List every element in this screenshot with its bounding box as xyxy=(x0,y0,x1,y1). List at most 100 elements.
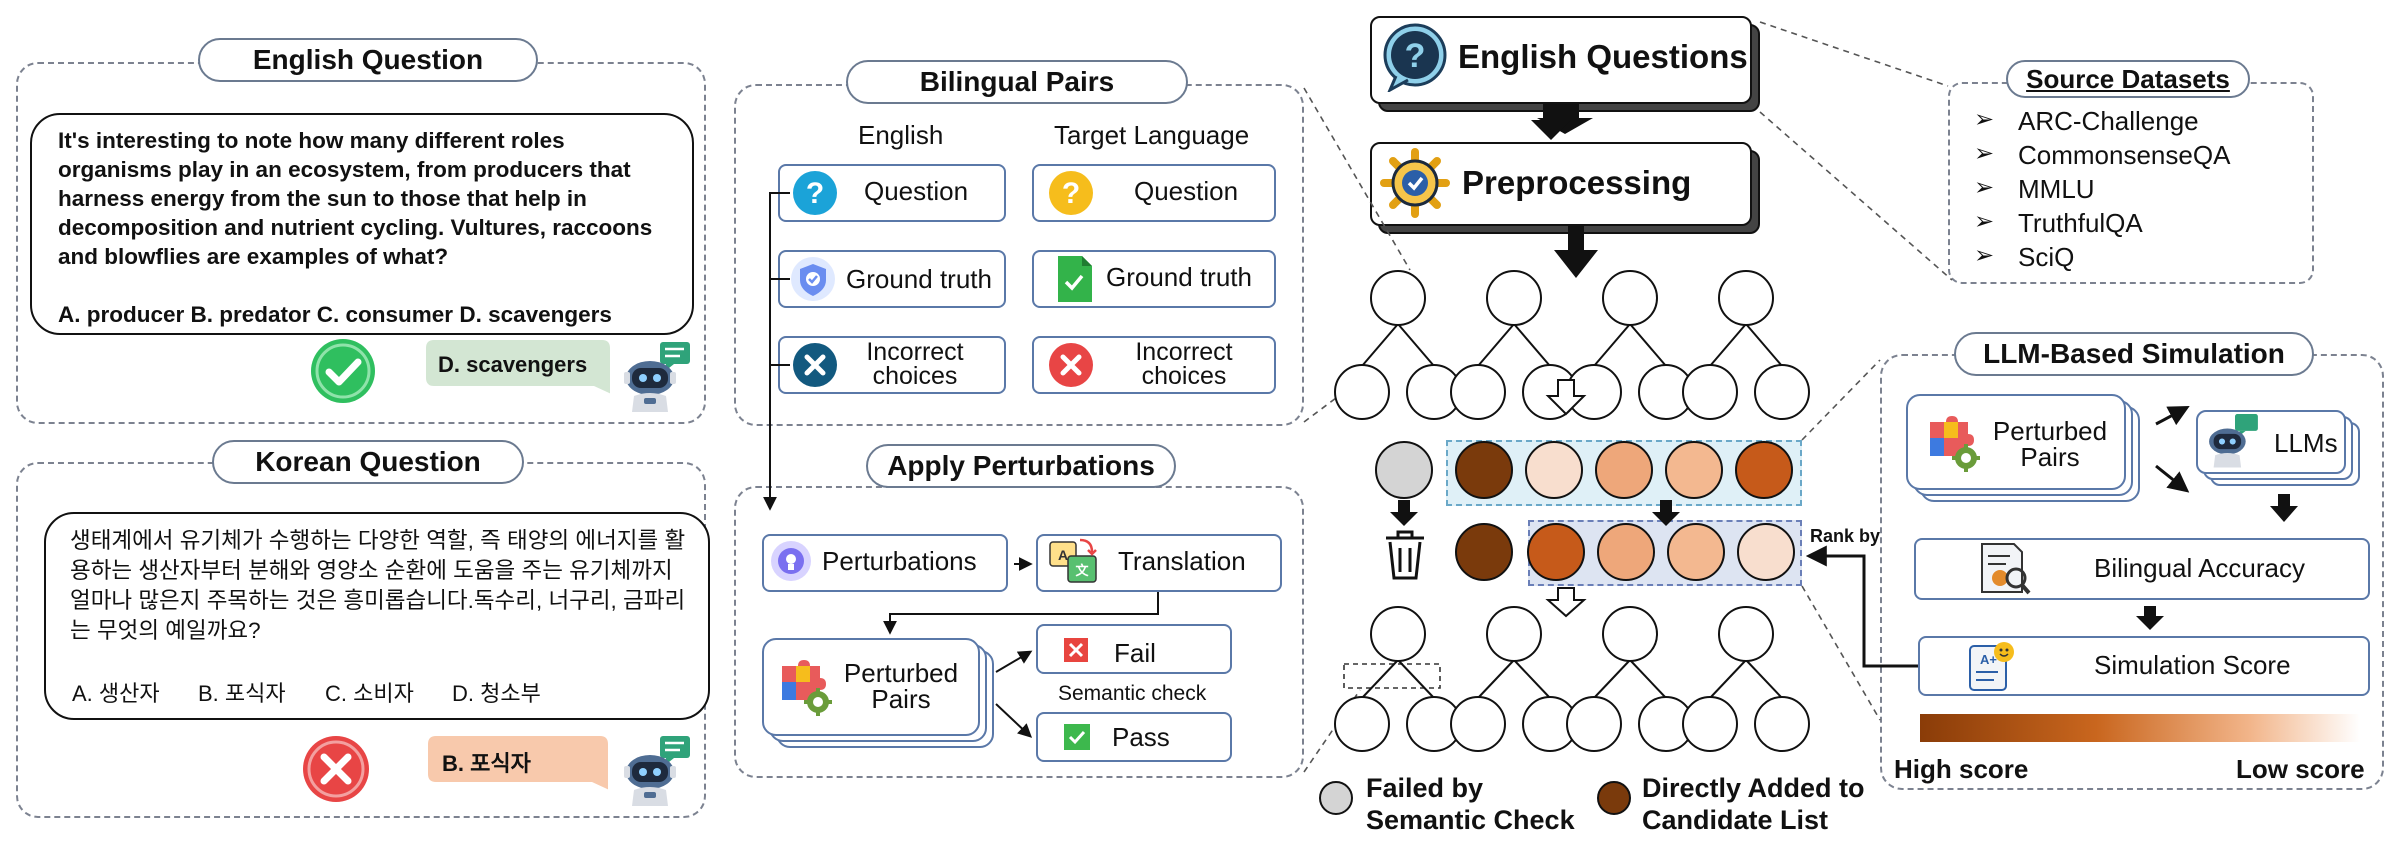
tree-leaf-node xyxy=(1566,364,1622,420)
english-question-title: English Question xyxy=(198,38,538,82)
down-arrow xyxy=(1531,120,1571,140)
dataset-item: SciQ xyxy=(2018,242,2075,272)
svg-text:A+: A+ xyxy=(1980,652,1997,667)
pass-check-icon xyxy=(1064,724,1090,750)
tree-leaf-node xyxy=(1406,696,1462,752)
english-answer-bubble xyxy=(426,340,610,398)
dataset-item: TruthfulQA xyxy=(2018,208,2143,238)
question-bubble-icon: ? xyxy=(1382,22,1448,92)
tree-root-node xyxy=(1602,606,1658,662)
english-question-bubble xyxy=(30,113,694,335)
candidate-row-highlight xyxy=(1446,440,1802,506)
legend-added-swatch xyxy=(1596,780,1632,816)
dataset-bullet-icon: ➢ xyxy=(1974,106,1995,133)
korean-option-a: A. 생산자 xyxy=(72,681,160,706)
tl-question-label: Question xyxy=(1134,176,1239,206)
english-column-header: English xyxy=(858,120,944,150)
svg-text:A: A xyxy=(1058,547,1068,563)
dataset-bullet-icon: ➢ xyxy=(1974,174,1995,201)
tree-root-node xyxy=(1486,270,1542,326)
tree-edge xyxy=(1477,323,1515,367)
hollow-down-arrow xyxy=(1545,379,1587,416)
tree-edge xyxy=(1709,659,1747,699)
tree-leaf-node xyxy=(1682,364,1738,420)
korean-option-d: D. 청소부 xyxy=(452,681,541,706)
hollow-down-arrow xyxy=(1545,587,1587,618)
tree-edge xyxy=(1629,659,1667,699)
english-question-text: It's interesting to note how many differ… xyxy=(58,128,653,269)
tree-root-node xyxy=(1718,606,1774,662)
tree-edge xyxy=(1513,323,1551,367)
en-incorrect-label: Incorrect choices xyxy=(866,338,964,390)
svg-text:?: ? xyxy=(1062,177,1080,210)
legend-failed-swatch xyxy=(1318,780,1354,816)
rank-by-label: Rank by xyxy=(1810,526,1881,546)
tree-edge xyxy=(1629,323,1667,367)
tree-leaf-node xyxy=(1522,364,1578,420)
callout-connectors xyxy=(1303,21,1953,773)
legend-added-label: Directly Added to Candidate List xyxy=(1642,773,1865,835)
robot-icon xyxy=(622,340,698,412)
low-score-label: Low score xyxy=(2236,754,2365,784)
x-circle-icon xyxy=(792,342,838,388)
preprocessing-label: Preprocessing xyxy=(1462,164,1692,201)
tree-root-node xyxy=(1370,270,1426,326)
question-mark-icon: ? xyxy=(792,170,838,216)
tree-edge xyxy=(1361,323,1399,367)
pass-label: Pass xyxy=(1112,722,1170,752)
llm-simulation-title: LLM-Based Simulation xyxy=(1954,332,2314,376)
fail-cross-icon xyxy=(1064,638,1088,662)
tree-edge xyxy=(1513,659,1551,699)
perturbation-icon xyxy=(770,540,812,582)
tree-leaf-node xyxy=(1566,696,1622,752)
bilingual-pairs-title: Bilingual Pairs xyxy=(846,60,1188,104)
tree-leaf-node xyxy=(1406,364,1462,420)
tree-edge xyxy=(1593,659,1631,699)
shield-check-icon xyxy=(790,256,836,302)
bilingual-accuracy-label: Bilingual Accuracy xyxy=(2094,553,2305,583)
highlight-subtree-box xyxy=(1343,663,1441,689)
korean-answer-text: B. 포식자 xyxy=(442,751,531,776)
tree-root-node xyxy=(1718,270,1774,326)
high-score-label: High score xyxy=(1894,754,2029,784)
svg-text:?: ? xyxy=(806,177,824,210)
tree-edge xyxy=(1361,659,1399,699)
korean-answer-bubble xyxy=(428,736,608,794)
score-report-icon: A+ xyxy=(1962,638,2018,694)
perturbed-pairs-label: Perturbed Pairs xyxy=(843,658,959,714)
question-mark-icon: ? xyxy=(1048,170,1094,216)
down-arrow xyxy=(1554,250,1598,278)
svg-text:?: ? xyxy=(1405,37,1426,75)
correct-check-icon xyxy=(310,338,376,404)
puzzle-gear-icon xyxy=(776,660,832,716)
tree-root-node xyxy=(1486,606,1542,662)
tree-leaf-node xyxy=(1522,696,1578,752)
dataset-item: ARC-Challenge xyxy=(2018,106,2199,136)
tl-ground-truth-label: Ground truth xyxy=(1106,262,1252,292)
dataset-item: MMLU xyxy=(2018,174,2095,204)
dataset-bullet-icon: ➢ xyxy=(1974,208,1995,235)
tree-leaf-node xyxy=(1638,696,1694,752)
tree-edge xyxy=(1745,323,1783,367)
target-language-column-header: Target Language xyxy=(1054,120,1250,150)
ranked-row-highlight xyxy=(1528,520,1802,586)
pass-box xyxy=(1036,712,1232,762)
en-question-label: Question xyxy=(864,176,969,206)
korean-question-title: Korean Question xyxy=(212,440,524,484)
score-gradient-bar xyxy=(1920,714,2360,742)
semantic-check-label: Semantic check xyxy=(1058,682,1207,705)
certificate-icon xyxy=(1976,540,2032,596)
tree-root-node xyxy=(1370,606,1426,662)
perturbations-label: Perturbations xyxy=(822,546,977,576)
tree-edge xyxy=(1397,323,1435,367)
source-datasets-title: Source Datasets xyxy=(2006,60,2250,98)
gear-icon xyxy=(1380,148,1450,218)
en-ground-truth-label: Ground truth xyxy=(846,264,992,294)
tree-edge xyxy=(1477,659,1515,699)
english-question-options: A. producer B. predator C. consumer D. s… xyxy=(58,302,612,327)
korean-question-bubble xyxy=(44,512,710,720)
simulation-score-label: Simulation Score xyxy=(2094,650,2291,680)
english-questions-label: English Questions xyxy=(1458,38,1748,75)
puzzle-gear-icon xyxy=(1924,416,1980,472)
english-answer-text: D. scavengers xyxy=(438,352,588,377)
